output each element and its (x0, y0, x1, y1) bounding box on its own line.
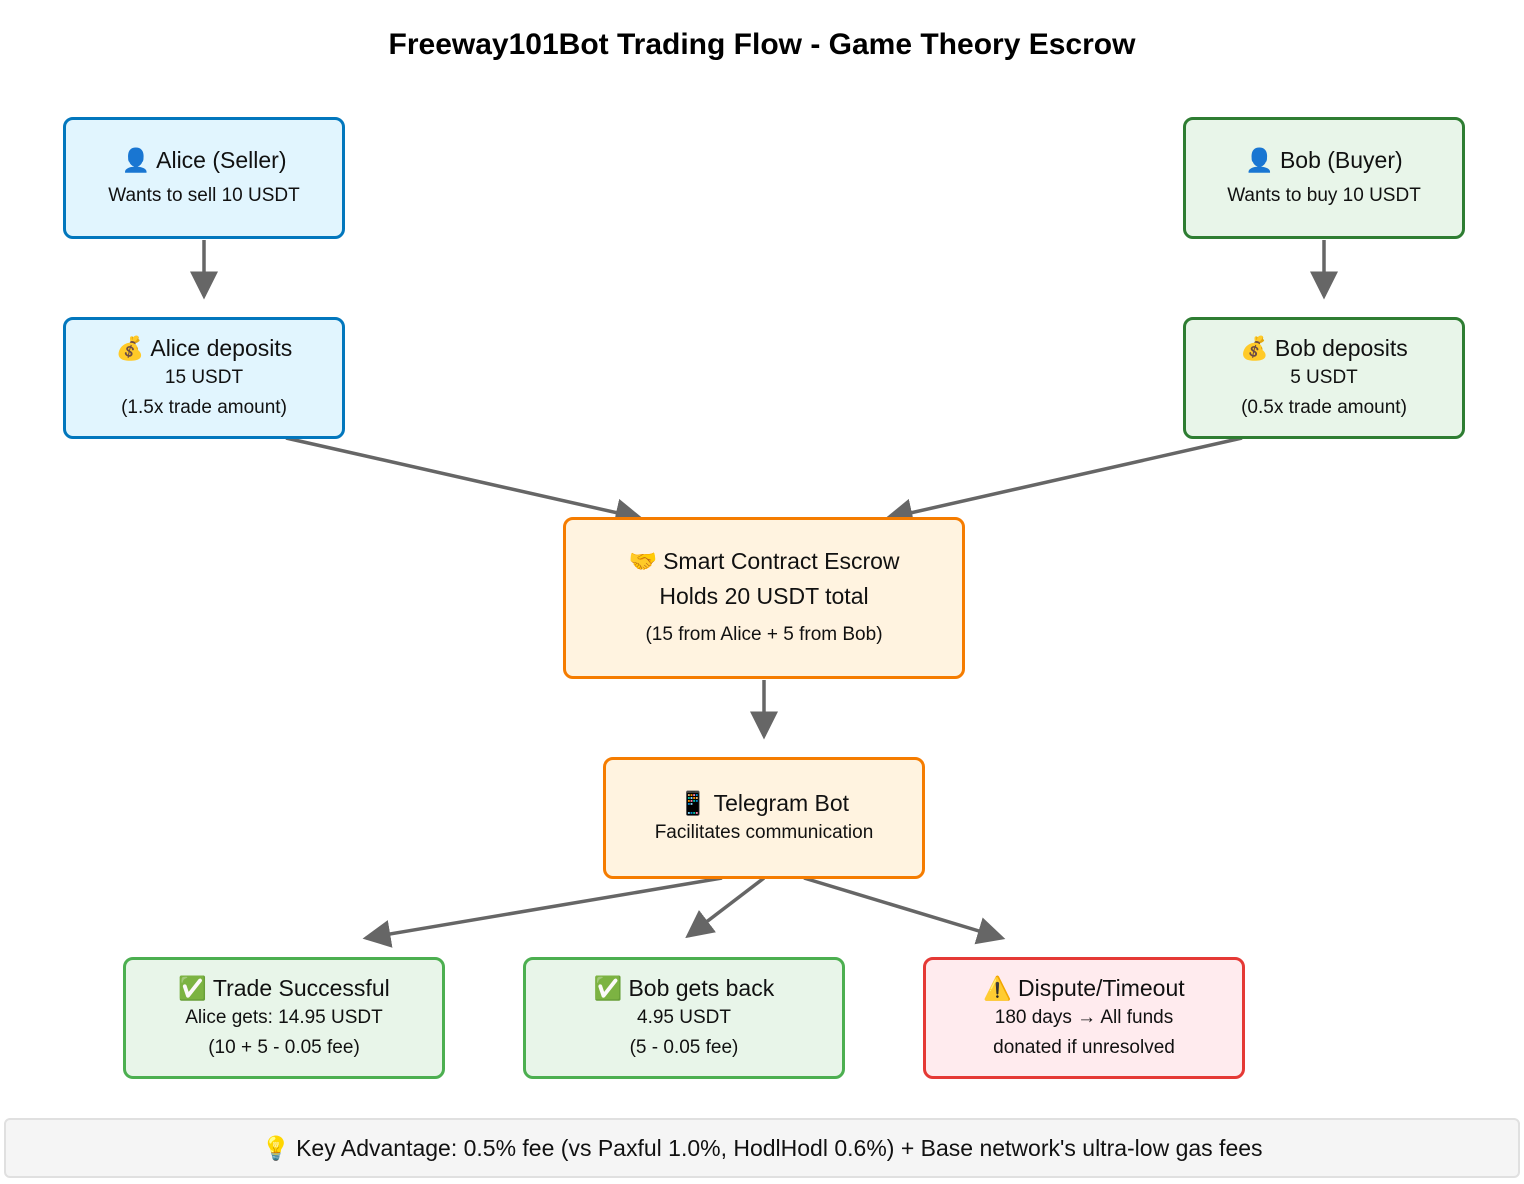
trade-success-node: ✅Trade Successful Alice gets: 14.95 USDT… (123, 957, 445, 1079)
alice-seller-heading: Alice (Seller) (156, 147, 287, 173)
bob-back-node: ✅Bob gets back 4.95 USDT (5 - 0.05 fee) (523, 957, 845, 1079)
dispute-line2: donated if unresolved (993, 1037, 1175, 1058)
dispute-line1: 180 days → All funds (994, 1007, 1174, 1028)
money-bag-icon: 💰 (1240, 335, 1269, 361)
handshake-icon: 🤝 (628, 548, 658, 574)
dispute-node: ⚠️Dispute/Timeout 180 days → All funds d… (923, 957, 1245, 1079)
bob-buyer-heading: Bob (Buyer) (1279, 147, 1403, 173)
arrow-telegram-to-trade-success (362, 876, 723, 948)
bob-buyer-node: 👤Bob (Buyer) Wants to buy 10 USDT (1183, 117, 1465, 239)
alice-deposit-heading: Alice deposits (150, 335, 293, 361)
bob-deposit-line2: (0.5x trade amount) (1241, 397, 1407, 418)
arrow-telegram-to-bob-back (685, 876, 766, 939)
trade-success-heading: Trade Successful (212, 975, 390, 1001)
trade-success-line1: Alice gets: 14.95 USDT (185, 1007, 383, 1028)
dispute-heading: Dispute/Timeout (1018, 975, 1185, 1001)
check-icon: ✅ (178, 975, 207, 1001)
bob-deposit-line1: 5 USDT (1290, 367, 1358, 388)
diagram-title: Freeway101Bot Trading Flow - Game Theory… (388, 28, 1136, 61)
person-icon: 👤 (121, 147, 151, 173)
trade-success-line2: (10 + 5 - 0.05 fee) (208, 1037, 360, 1058)
person-icon: 👤 (1245, 147, 1274, 173)
warning-icon: ⚠️ (983, 975, 1013, 1001)
telegram-heading: Telegram Bot (713, 790, 850, 816)
bob-buyer-line1: Wants to buy 10 USDT (1227, 185, 1421, 206)
alice-seller-line1: Wants to sell 10 USDT (108, 185, 300, 206)
bob-back-line2: (5 - 0.05 fee) (629, 1037, 739, 1058)
bob-back-line1: 4.95 USDT (637, 1007, 731, 1028)
key-advantage-text: Key Advantage: 0.5% fee (vs Paxful 1.0%,… (296, 1134, 1263, 1161)
escrow-line2: (15 from Alice + 5 from Bob) (645, 624, 883, 645)
lightbulb-icon: 💡 (261, 1134, 291, 1161)
bob-deposit-heading: Bob deposits (1274, 335, 1408, 361)
arrow-telegram-to-dispute (803, 876, 1006, 945)
phone-icon: 📱 (678, 790, 708, 816)
telegram-node: 📱Telegram Bot Facilitates communication (603, 757, 925, 879)
telegram-line1: Facilitates communication (654, 822, 874, 843)
key-advantage-banner: 💡 Key Advantage: 0.5% fee (vs Paxful 1.0… (4, 1118, 1520, 1178)
alice-deposit-line2: (1.5x trade amount) (121, 397, 287, 418)
arrow-alice-deposit-to-escrow (285, 436, 644, 527)
alice-deposit-node: 💰Alice deposits 15 USDT (1.5x trade amou… (63, 317, 345, 439)
money-bag-icon: 💰 (115, 335, 145, 361)
arrow-bob-deposit-to-escrow (884, 436, 1243, 527)
bob-back-heading: Bob gets back (628, 975, 775, 1001)
escrow-node: 🤝Smart Contract Escrow Holds 20 USDT tot… (563, 517, 965, 679)
bob-deposit-node: 💰Bob deposits 5 USDT (0.5x trade amount) (1183, 317, 1465, 439)
escrow-heading: Smart Contract Escrow (663, 548, 900, 574)
alice-deposit-line1: 15 USDT (164, 367, 244, 388)
check-icon: ✅ (593, 975, 623, 1001)
alice-seller-node: 👤Alice (Seller) Wants to sell 10 USDT (63, 117, 345, 239)
escrow-line1: Holds 20 USDT total (659, 583, 869, 609)
